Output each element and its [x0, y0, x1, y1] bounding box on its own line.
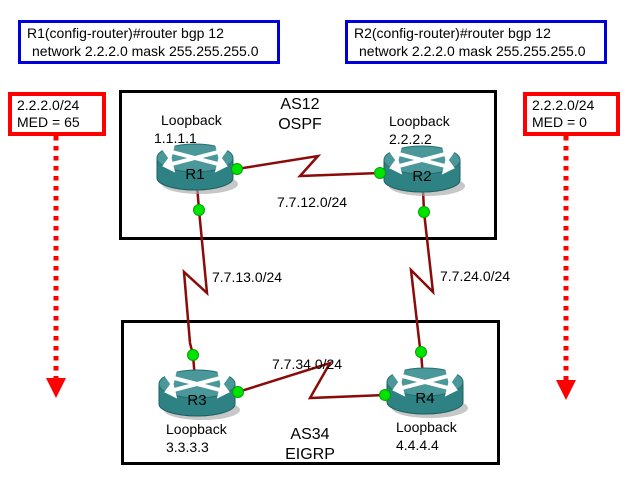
- router-name-r2: R2: [412, 168, 432, 185]
- interface-dot: [374, 167, 386, 179]
- med-box-left: 2.2.2.0/24 MED = 65: [8, 92, 106, 136]
- as12-name: AS12: [280, 96, 320, 113]
- link-label-r1-r2: 7.7.12.0/24: [277, 194, 348, 210]
- loopback-ip: 4.4.4.4: [396, 437, 439, 453]
- as34-boundary-box: [121, 320, 500, 465]
- med-right-prefix: 2.2.2.0/24: [532, 97, 595, 113]
- link-label-r2-r4: 7.7.24.0/24: [440, 268, 511, 284]
- loopback-ip: 1.1.1.1: [154, 130, 197, 146]
- med-right-value: MED = 0: [532, 114, 587, 130]
- interface-dot: [232, 386, 244, 398]
- interface-dot: [231, 163, 243, 175]
- config-r1-line2: network 2.2.2.0 mask 255.255.255.0: [32, 43, 259, 59]
- router-name-r4: R4: [415, 390, 435, 407]
- as12-boundary-box: [119, 90, 497, 240]
- router-name-r3: R3: [187, 392, 207, 409]
- med-left-value: MED = 65: [17, 114, 80, 130]
- as34-label: AS34 EIGRP: [268, 425, 352, 465]
- as34-protocol: EIGRP: [285, 446, 335, 463]
- med-arrow-left: [46, 136, 66, 398]
- loopback-ip: 2.2.2.2: [389, 131, 432, 147]
- as12-protocol: OSPF: [278, 116, 322, 133]
- interface-dot: [193, 204, 205, 216]
- as12-label: AS12 OSPF: [258, 95, 342, 135]
- interface-dot: [187, 349, 199, 361]
- loopback-word: Loopback: [161, 112, 222, 128]
- link-label-r3-r4: 7.7.34.0/24: [272, 356, 343, 372]
- link-r2-r4: [409, 189, 435, 391]
- med-left-prefix: 2.2.2.0/24: [17, 97, 80, 113]
- med-arrow-right: [556, 136, 576, 400]
- as34-name: AS34: [290, 426, 330, 443]
- config-box-r2: R2(config-router)#router bgp 12 network …: [345, 20, 607, 64]
- loopback-ip: 3.3.3.3: [166, 439, 209, 455]
- med-box-right: 2.2.2.0/24 MED = 0: [523, 92, 620, 136]
- interface-dot: [415, 346, 427, 358]
- loopback-word: Loopback: [396, 419, 457, 435]
- loopback-label-r1: Loopback 1.1.1.1: [154, 111, 222, 147]
- loopback-word: Loopback: [166, 421, 227, 437]
- config-r1-line1: R1(config-router)#router bgp 12: [27, 25, 224, 41]
- link-r1-r3: [182, 184, 209, 393]
- interface-dot: [418, 206, 430, 218]
- config-box-r1: R1(config-router)#router bgp 12 network …: [18, 20, 280, 64]
- config-r2-line1: R2(config-router)#router bgp 12: [354, 25, 551, 41]
- interface-dot: [379, 389, 391, 401]
- config-r2-line2: network 2.2.2.0 mask 255.255.255.0: [359, 43, 586, 59]
- router-name-r1: R1: [185, 166, 205, 183]
- loopback-word: Loopback: [389, 113, 450, 129]
- loopback-label-r3: Loopback 3.3.3.3: [166, 420, 227, 456]
- link-label-r1-r3: 7.7.13.0/24: [212, 269, 283, 285]
- loopback-label-r2: Loopback 2.2.2.2: [389, 112, 450, 148]
- loopback-label-r4: Loopback 4.4.4.4: [396, 418, 457, 454]
